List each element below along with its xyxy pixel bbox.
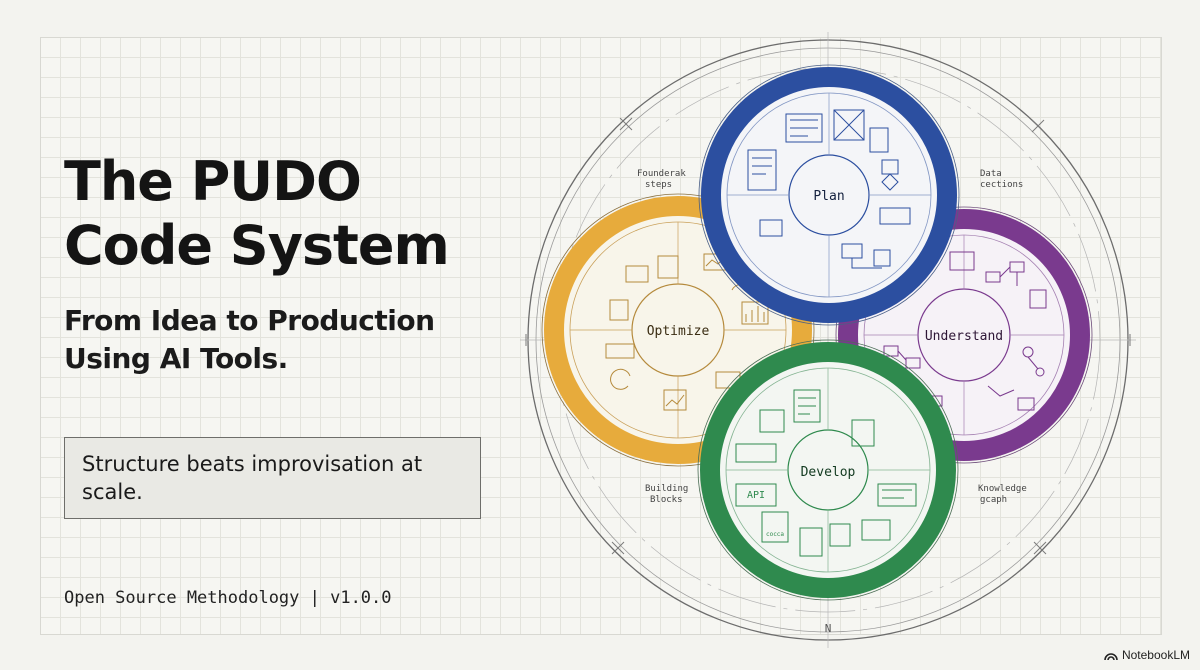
annotation-building-2: Blocks	[650, 495, 683, 505]
phase-label-plan: Plan	[813, 189, 844, 204]
phase-label-develop: Develop	[801, 465, 856, 480]
annotation-building-1: Building	[645, 484, 688, 494]
tagline-box: Structure beats improvisation at scale.	[64, 437, 481, 519]
annotation-foundations-1: Founderak	[637, 169, 686, 179]
title-line-1: The PUDO	[64, 150, 362, 213]
side-annotations: Founderak steps Data cections Building B…	[637, 169, 1027, 505]
plan-ring: Plan	[698, 64, 960, 326]
title-line-2: Code System	[64, 214, 450, 277]
annotation-data-1: Data	[980, 169, 1002, 179]
notebooklm-brand: NotebookLM	[1104, 648, 1190, 662]
page-title: The PUDO Code System	[64, 150, 450, 278]
tagline-line-1: Structure beats improvisation at	[82, 452, 423, 476]
annotation-foundations-2: steps	[645, 180, 672, 190]
phase-label-optimize: Optimize	[647, 324, 710, 339]
compass-north-label: N	[825, 622, 832, 635]
crosshair-ticks	[525, 117, 1131, 555]
tagline-line-2: scale.	[82, 480, 143, 504]
develop-ring: API cocca Develop	[697, 339, 959, 601]
annotation-knowledge-1: Knowledge	[978, 484, 1027, 494]
annotation-knowledge-2: gcaph	[980, 495, 1007, 505]
api-label: API	[747, 490, 765, 501]
notebooklm-logo-icon	[1104, 652, 1118, 660]
footer-version: Open Source Methodology | v1.0.0	[64, 588, 392, 608]
annotation-data-2: cections	[980, 180, 1023, 190]
phase-label-understand: Understand	[925, 329, 1003, 344]
subtitle-line-1: From Idea to Production	[64, 304, 435, 337]
page-subtitle: From Idea to Production Using AI Tools.	[64, 302, 435, 378]
subtitle-line-2: Using AI Tools.	[64, 342, 288, 375]
code-label: cocca	[766, 531, 784, 538]
brand-name: NotebookLM	[1121, 648, 1190, 662]
